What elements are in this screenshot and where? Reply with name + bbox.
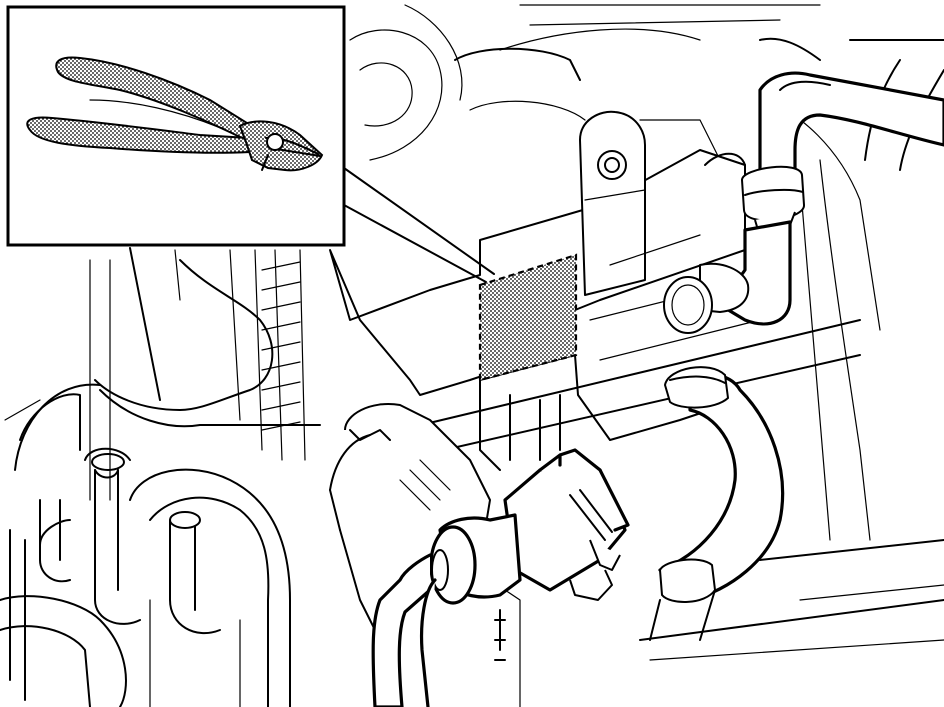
- coolant-hose-lower: [649, 366, 785, 641]
- engine-background: [0, 4, 944, 707]
- side-cutter-pliers: [26, 56, 324, 172]
- coolant-hose-upper: [663, 71, 944, 334]
- electrical-connector: [503, 448, 630, 601]
- callout-inset: [6, 5, 495, 283]
- wiring-harness: [371, 513, 522, 707]
- cut-location-marker: [478, 253, 578, 382]
- radiator-core: [399, 59, 944, 661]
- radiator-fins-left: [261, 261, 301, 431]
